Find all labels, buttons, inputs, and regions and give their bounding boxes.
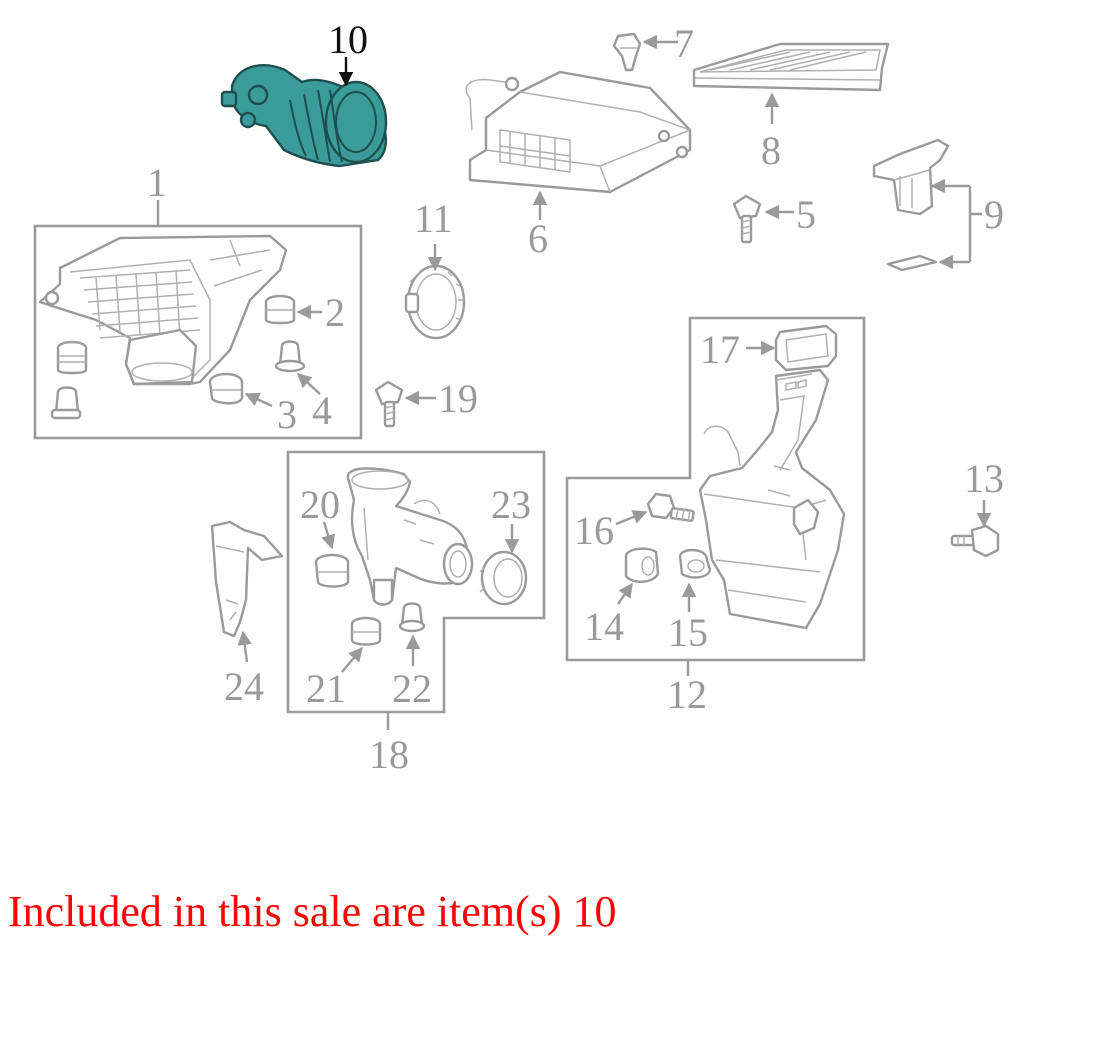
- callout-3: 3: [277, 392, 297, 437]
- part-7-clip[interactable]: [612, 32, 642, 72]
- part-1-air-cleaner-case[interactable]: [38, 234, 288, 386]
- callout-4: 4: [312, 388, 332, 433]
- leader-line-4: [296, 373, 321, 395]
- callout-16: 16: [574, 508, 614, 553]
- callout-10: 10: [328, 17, 368, 62]
- part-20-grommet[interactable]: [314, 553, 350, 588]
- part-23-seal-ring[interactable]: [479, 550, 528, 606]
- callout-11: 11: [414, 196, 453, 241]
- callout-7: 7: [674, 21, 694, 66]
- part-2-grommet[interactable]: [264, 294, 296, 325]
- part-15-grommet[interactable]: [678, 548, 712, 579]
- part-5-bolt[interactable]: [732, 194, 762, 244]
- part-8-air-filter-element[interactable]: [692, 42, 890, 92]
- callout-8: 8: [761, 128, 781, 173]
- leader-line-3: [244, 392, 273, 408]
- part-13-bolt[interactable]: [950, 524, 1000, 558]
- leader-line-14: [617, 582, 633, 605]
- part-4-mount[interactable]: [274, 340, 306, 373]
- part-19-bolt[interactable]: [374, 380, 404, 428]
- callout-6: 6: [528, 216, 548, 261]
- part-22-mount[interactable]: [398, 602, 426, 633]
- callout-17: 17: [700, 327, 740, 372]
- callout-13: 13: [964, 456, 1004, 501]
- leader-line-24: [237, 630, 252, 663]
- callout-20: 20: [300, 482, 340, 527]
- leader-line-20: [321, 521, 336, 550]
- callout-22: 22: [392, 666, 432, 711]
- part-3-grommet[interactable]: [208, 372, 244, 405]
- callout-23: 23: [491, 482, 531, 527]
- callout-9: 9: [984, 192, 1004, 237]
- callout-21: 21: [306, 666, 346, 711]
- part-10-intake-tube[interactable]: [220, 64, 388, 168]
- part-9-mass-airflow-sensor[interactable]: [872, 138, 950, 272]
- part-16-bolt[interactable]: [646, 492, 695, 523]
- callout-24: 24: [224, 664, 264, 709]
- sale-items-caption: Included in this sale are item(s) 10: [8, 887, 617, 936]
- part-17-seal[interactable]: [774, 324, 838, 372]
- part-11-hose-clamp[interactable]: [404, 264, 466, 340]
- part-18-intake-duct[interactable]: [346, 467, 474, 606]
- callout-18: 18: [369, 732, 409, 777]
- group-box-18: [286, 450, 546, 714]
- callout-12: 12: [667, 672, 707, 717]
- part-24-bracket[interactable]: [210, 520, 284, 638]
- group-box-1: [33, 224, 363, 440]
- callout-14: 14: [584, 604, 624, 649]
- part-1-mount-a[interactable]: [50, 386, 82, 420]
- group-box-12: [565, 316, 866, 662]
- leader-line-16: [615, 510, 648, 526]
- part-12-resonator[interactable]: [698, 368, 846, 630]
- part-1-grommet-a[interactable]: [56, 340, 88, 375]
- part-14-grommet[interactable]: [624, 547, 660, 583]
- part-6-air-cleaner-cover[interactable]: [465, 70, 692, 194]
- leader-line-9: [932, 184, 982, 264]
- callout-1: 1: [147, 160, 167, 205]
- part-21-grommet[interactable]: [350, 616, 382, 646]
- callout-19: 19: [438, 376, 478, 421]
- callout-2: 2: [325, 290, 345, 335]
- callout-5: 5: [796, 192, 816, 237]
- leader-line-21: [341, 646, 363, 673]
- callout-15: 15: [668, 610, 708, 655]
